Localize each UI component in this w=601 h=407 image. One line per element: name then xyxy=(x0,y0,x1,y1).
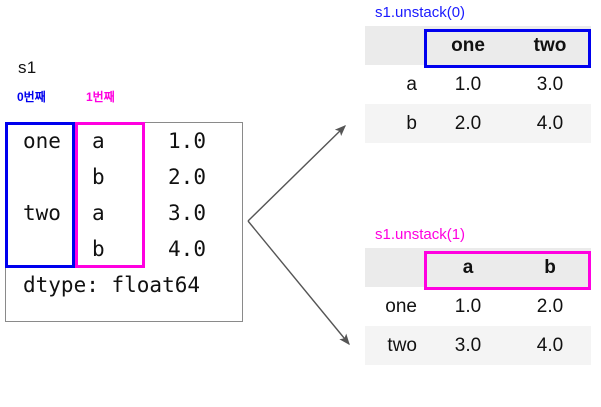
table-row: one 1.0 2.0 xyxy=(365,287,591,326)
arrow-to-unstack1 xyxy=(247,220,350,346)
table-cell: 3.0 xyxy=(427,326,509,365)
table-row: a 1.0 3.0 xyxy=(365,65,591,104)
table-cell: 1.0 xyxy=(427,65,509,104)
result-block-unstack1: s1.unstack(1) a b one 1.0 2.0 two 3.0 xyxy=(365,226,591,365)
series-row: b 4.0 xyxy=(6,231,244,267)
row-label: a xyxy=(365,65,427,104)
table-header-row: one two xyxy=(365,26,591,65)
column-header: a xyxy=(427,248,509,287)
index-level-0-label: 0번째 xyxy=(17,90,46,104)
series-row: b 2.0 xyxy=(6,159,244,195)
result-table-unstack0: one two a 1.0 3.0 b 2.0 4.0 xyxy=(365,26,591,143)
table-cell: 4.0 xyxy=(509,326,591,365)
result-block-unstack0: s1.unstack(0) one two a 1.0 3.0 b 2.0 xyxy=(365,4,591,143)
series-repr-box: one a 1.0 b 2.0 two a 3.0 b 4.0 dtype: f… xyxy=(5,122,243,322)
series-row: one a 1.0 xyxy=(6,123,244,159)
series-level1-cell: b xyxy=(92,237,105,261)
series-value-cell: 2.0 xyxy=(168,165,206,189)
series-value-cell: 1.0 xyxy=(168,129,206,153)
column-header: one xyxy=(427,26,509,65)
series-level1-cell: a xyxy=(92,129,105,153)
result-table-unstack1: a b one 1.0 2.0 two 3.0 4.0 xyxy=(365,248,591,365)
series-dtype-line: dtype: float64 xyxy=(23,273,201,297)
table-cell: 3.0 xyxy=(509,65,591,104)
table-cell: 2.0 xyxy=(509,287,591,326)
row-label: b xyxy=(365,104,427,143)
series-value-cell: 3.0 xyxy=(168,201,206,225)
table-row: two 3.0 4.0 xyxy=(365,326,591,365)
column-header: b xyxy=(509,248,591,287)
series-level0-cell: one xyxy=(23,129,61,153)
row-label: two xyxy=(365,326,427,365)
table-cell: 2.0 xyxy=(427,104,509,143)
result-caption-unstack0: s1.unstack(0) xyxy=(375,4,466,21)
table-cell: 4.0 xyxy=(509,104,591,143)
row-label: one xyxy=(365,287,427,326)
corner-cell xyxy=(365,26,427,65)
series-value-cell: 4.0 xyxy=(168,237,206,261)
column-header: two xyxy=(509,26,591,65)
series-level1-cell: a xyxy=(92,201,105,225)
table-cell: 1.0 xyxy=(427,287,509,326)
table-row: b 2.0 4.0 xyxy=(365,104,591,143)
corner-cell xyxy=(365,248,427,287)
series-level1-cell: b xyxy=(92,165,105,189)
arrow-to-unstack0 xyxy=(247,125,347,222)
series-rows: one a 1.0 b 2.0 two a 3.0 b 4.0 xyxy=(6,123,244,267)
series-row: two a 3.0 xyxy=(6,195,244,231)
index-level-1-label: 1번째 xyxy=(86,90,115,104)
series-level0-cell: two xyxy=(23,201,61,225)
series-name-label: s1 xyxy=(18,58,37,77)
table-header-row: a b xyxy=(365,248,591,287)
result-caption-unstack1: s1.unstack(1) xyxy=(375,226,466,243)
